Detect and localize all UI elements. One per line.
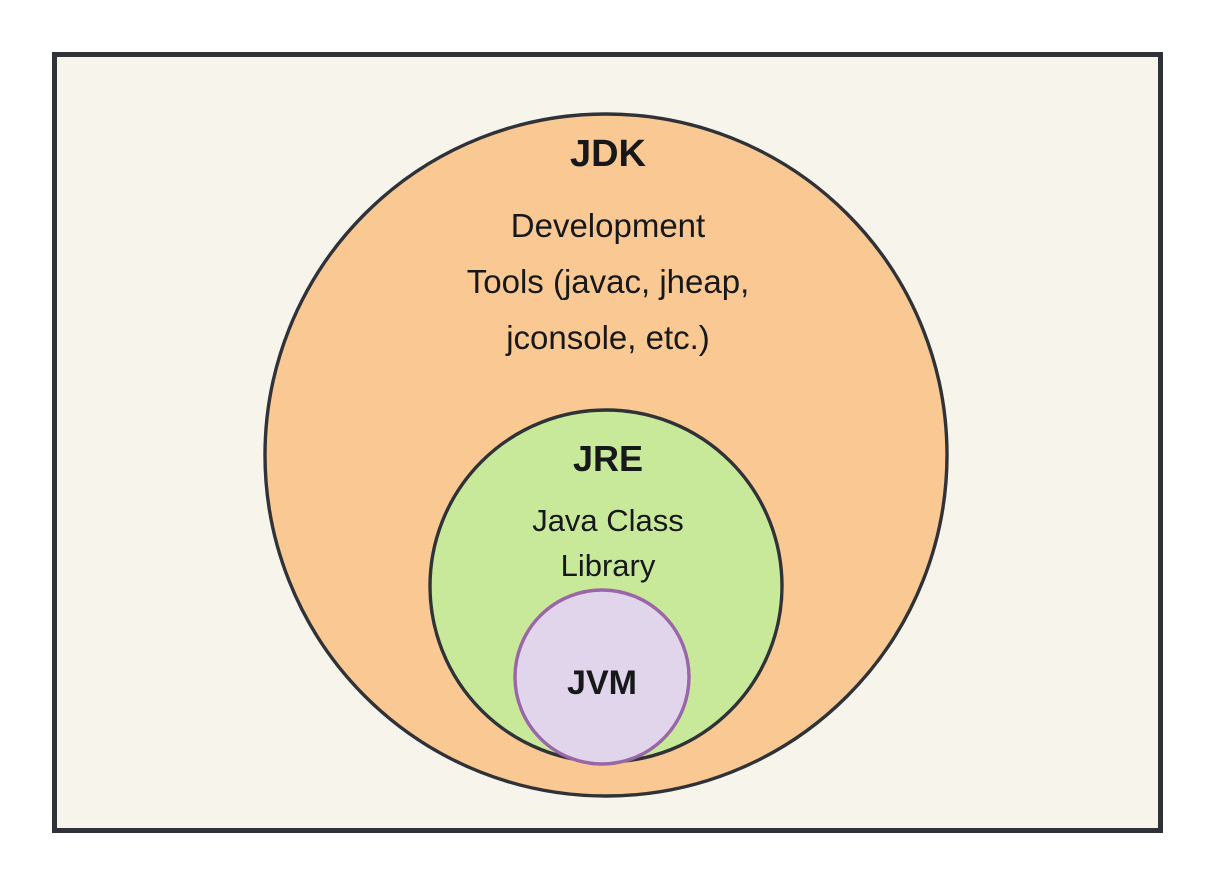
jvm-heading: JVM	[567, 664, 637, 702]
jdk-line-3: jconsole, etc.)	[505, 319, 710, 356]
jdk-line-1: Development	[511, 207, 705, 244]
jre-heading: JRE	[573, 438, 643, 479]
jre-line-2: Library	[561, 548, 656, 583]
jdk-heading: JDK	[570, 133, 647, 175]
jvm-circle[interactable]	[513, 588, 691, 766]
jdk-line-2: Tools (javac, jheap,	[467, 263, 749, 300]
jre-line-1: Java Class	[532, 503, 684, 538]
